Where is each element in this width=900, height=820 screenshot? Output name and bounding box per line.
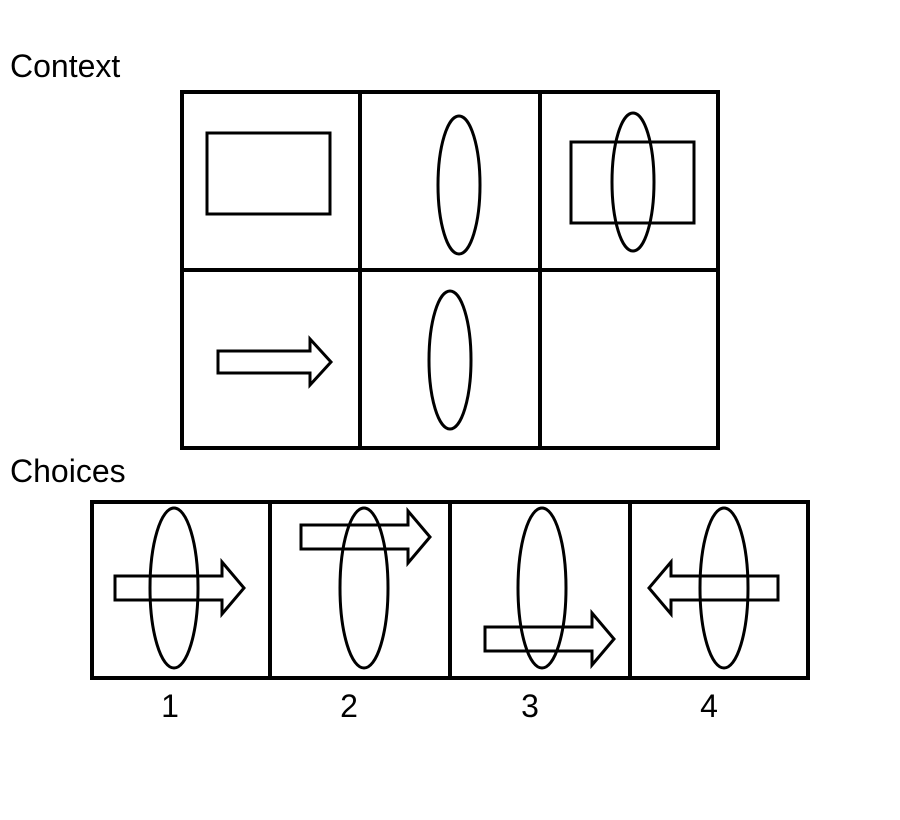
ellipse-shape [436, 114, 482, 256]
choice-2-number: 2 [340, 688, 358, 724]
choice-3-number: 3 [521, 688, 539, 724]
context-cell-r1c2 [436, 114, 482, 256]
right-arrow-icon [216, 335, 334, 389]
right-arrow-icon [483, 608, 616, 670]
choices-grid [90, 500, 810, 680]
context-grid [180, 90, 720, 450]
right-arrow-icon [299, 506, 432, 568]
ellipse-shape [148, 506, 200, 670]
choice-1-option[interactable] [113, 506, 246, 670]
ellipse-shape [338, 506, 390, 670]
ellipse-shape [698, 506, 750, 670]
ellipse-shape [516, 506, 568, 670]
choices-grid-lines [90, 500, 810, 680]
left-arrow-icon [647, 557, 780, 619]
choices-label: Choices [10, 453, 126, 489]
choice-1-number: 1 [161, 688, 179, 724]
choice-3-option[interactable] [483, 506, 616, 670]
context-cell-r2c1 [216, 335, 334, 389]
context-cell-r1c1 [205, 131, 332, 216]
context-label: Context [10, 48, 121, 84]
ellipse-shape [610, 111, 656, 253]
context-cell-r1c3 [569, 111, 696, 253]
context-grid-lines [180, 90, 720, 450]
rectangle-shape [569, 140, 696, 225]
rectangle-shape [205, 131, 332, 216]
context-grid-svg [180, 90, 720, 450]
ellipse-shape [427, 289, 473, 431]
context-cell-r2c2 [427, 289, 473, 431]
right-arrow-icon [113, 557, 246, 619]
choice-4-number: 4 [700, 688, 718, 724]
choices-grid-svg [90, 500, 810, 680]
choice-4-option[interactable] [647, 506, 780, 670]
choice-2-option[interactable] [299, 506, 432, 670]
